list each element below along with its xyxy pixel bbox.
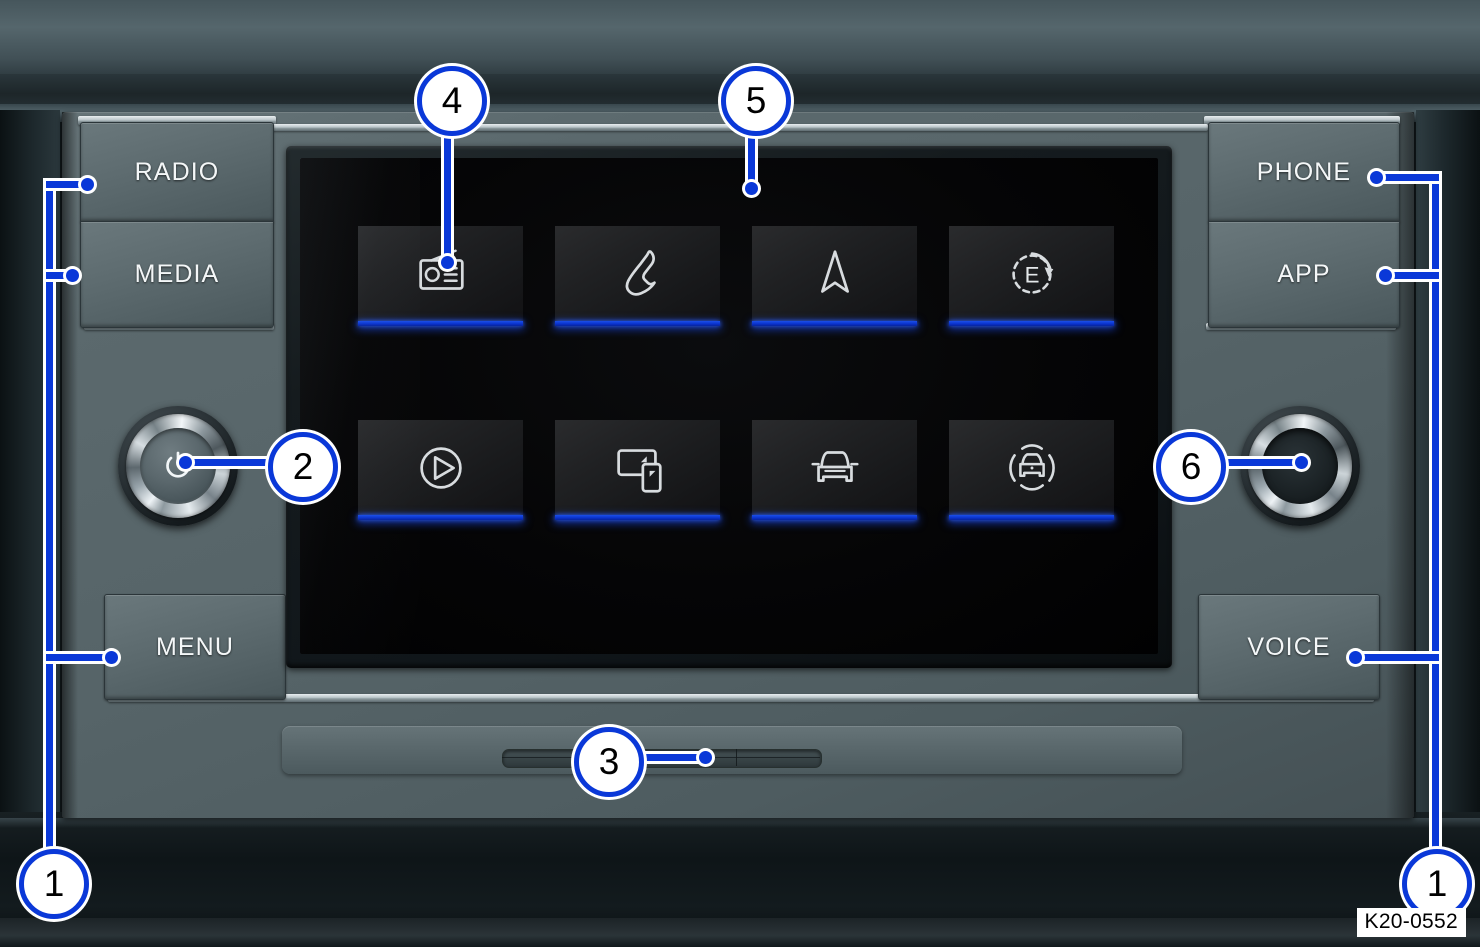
cd-slot-tick xyxy=(736,749,737,766)
callout-3-leader xyxy=(444,116,451,266)
tile-navigation[interactable] xyxy=(752,226,917,321)
tile-app-connect[interactable] xyxy=(555,420,720,515)
callout-5: 5 xyxy=(721,66,791,136)
tile-radio[interactable] xyxy=(358,226,523,321)
app-button-label: APP xyxy=(1277,260,1331,288)
parking-sensors-icon xyxy=(1008,443,1055,491)
callout-1-right-label: 1 xyxy=(1426,863,1448,904)
callout-6: 6 xyxy=(1156,432,1226,502)
app-button[interactable]: APP xyxy=(1208,221,1400,328)
chrome-trim-top-left xyxy=(78,116,276,125)
tile-media[interactable] xyxy=(358,420,523,515)
menu-button[interactable]: MENU xyxy=(104,594,286,700)
tile-parking-assist-underline xyxy=(949,515,1114,520)
callout-5-leader-cap xyxy=(745,182,758,195)
callout-1-left-branch-menu xyxy=(46,654,114,661)
radio-button-label: RADIO xyxy=(134,157,220,186)
tile-phone-underline xyxy=(555,321,720,326)
screen-mirroring-icon xyxy=(616,448,662,493)
callout-5-label: 5 xyxy=(745,80,767,121)
dashboard-right-surround xyxy=(1416,110,1480,816)
chrome-trim-bottom xyxy=(108,694,1374,702)
callout-6-leader-cap xyxy=(1295,456,1308,469)
callout-4-leader xyxy=(612,754,708,761)
eco-efficiency-icon: E xyxy=(1011,251,1053,294)
callout-3: 4 xyxy=(417,66,487,136)
callout-1-right-branch-voice xyxy=(1353,654,1439,661)
dashboard-foot-trim xyxy=(0,918,1480,947)
callout-1-left-cap-menu xyxy=(105,651,118,664)
callout-6-leader xyxy=(1214,459,1304,466)
phone-button-label: PHONE xyxy=(1256,157,1352,186)
callout-2-label: 2 xyxy=(292,446,314,487)
callout-1-left: 1 xyxy=(19,849,89,919)
power-volume-knob-face[interactable] xyxy=(140,428,216,504)
callout-1-left-spine xyxy=(46,181,53,875)
chrome-trim-top-right xyxy=(1204,116,1400,125)
callout-1-left-branch-radio xyxy=(46,181,90,188)
tile-radio-underline xyxy=(358,321,523,326)
callout-1-left-cap-media xyxy=(66,269,79,282)
menu-button-label: MENU xyxy=(155,632,234,661)
callout-1-left-cap-radio xyxy=(81,178,94,191)
callout-6-label: 6 xyxy=(1180,446,1202,487)
phone-button[interactable]: PHONE xyxy=(1208,122,1400,222)
callout-5-leader xyxy=(748,116,755,192)
tile-navigation-underline xyxy=(752,321,917,326)
callout-4: 3 xyxy=(574,727,644,797)
tile-app-connect-underline xyxy=(555,515,720,520)
callout-1-right-cap-phone xyxy=(1370,171,1383,184)
media-button[interactable]: MEDIA xyxy=(80,221,274,328)
callout-1-right-cap-app xyxy=(1379,269,1392,282)
car-front-icon xyxy=(810,450,859,482)
radio-icon xyxy=(418,248,464,290)
callout-1-left-branch-media xyxy=(46,272,75,279)
dashboard-lower-sheen xyxy=(0,818,1480,828)
tile-parking-assist[interactable] xyxy=(949,420,1114,515)
tile-phone[interactable] xyxy=(555,226,720,321)
voice-button[interactable]: VOICE xyxy=(1198,594,1380,700)
callout-4-leader-cap xyxy=(699,751,712,764)
tile-media-underline xyxy=(358,515,523,520)
callout-1-right-branch-phone xyxy=(1374,174,1439,181)
callout-3-leader-cap xyxy=(441,256,454,269)
dashboard-upper-trim xyxy=(0,0,1480,78)
tile-vehicle-underline xyxy=(752,515,917,520)
touchscreen[interactable]: E xyxy=(300,158,1158,654)
voice-button-label: VOICE xyxy=(1247,632,1331,661)
svg-text:E: E xyxy=(1024,262,1039,287)
callout-2-leader xyxy=(182,459,282,466)
tile-efficiency[interactable]: E xyxy=(949,226,1114,321)
callout-1-right-spine xyxy=(1432,174,1439,875)
image-code: K20-0552 xyxy=(1356,908,1466,937)
media-button-label: MEDIA xyxy=(134,260,220,288)
callout-4-label: 3 xyxy=(598,741,620,782)
radio-button[interactable]: RADIO xyxy=(80,122,274,222)
callout-1-right-branch-app xyxy=(1383,272,1439,279)
callout-1-left-label: 1 xyxy=(43,863,65,904)
callout-1-right-cap-voice xyxy=(1349,651,1362,664)
tile-vehicle[interactable] xyxy=(752,420,917,515)
callout-3-label: 4 xyxy=(441,80,463,121)
phone-handset-icon xyxy=(625,249,656,296)
play-circle-icon xyxy=(419,446,462,489)
navigation-arrow-icon xyxy=(820,249,849,293)
tile-efficiency-underline xyxy=(949,321,1114,326)
callout-2: 2 xyxy=(268,432,338,502)
callout-2-leader-cap xyxy=(179,456,192,469)
faceplate-left-shadow xyxy=(62,112,78,818)
